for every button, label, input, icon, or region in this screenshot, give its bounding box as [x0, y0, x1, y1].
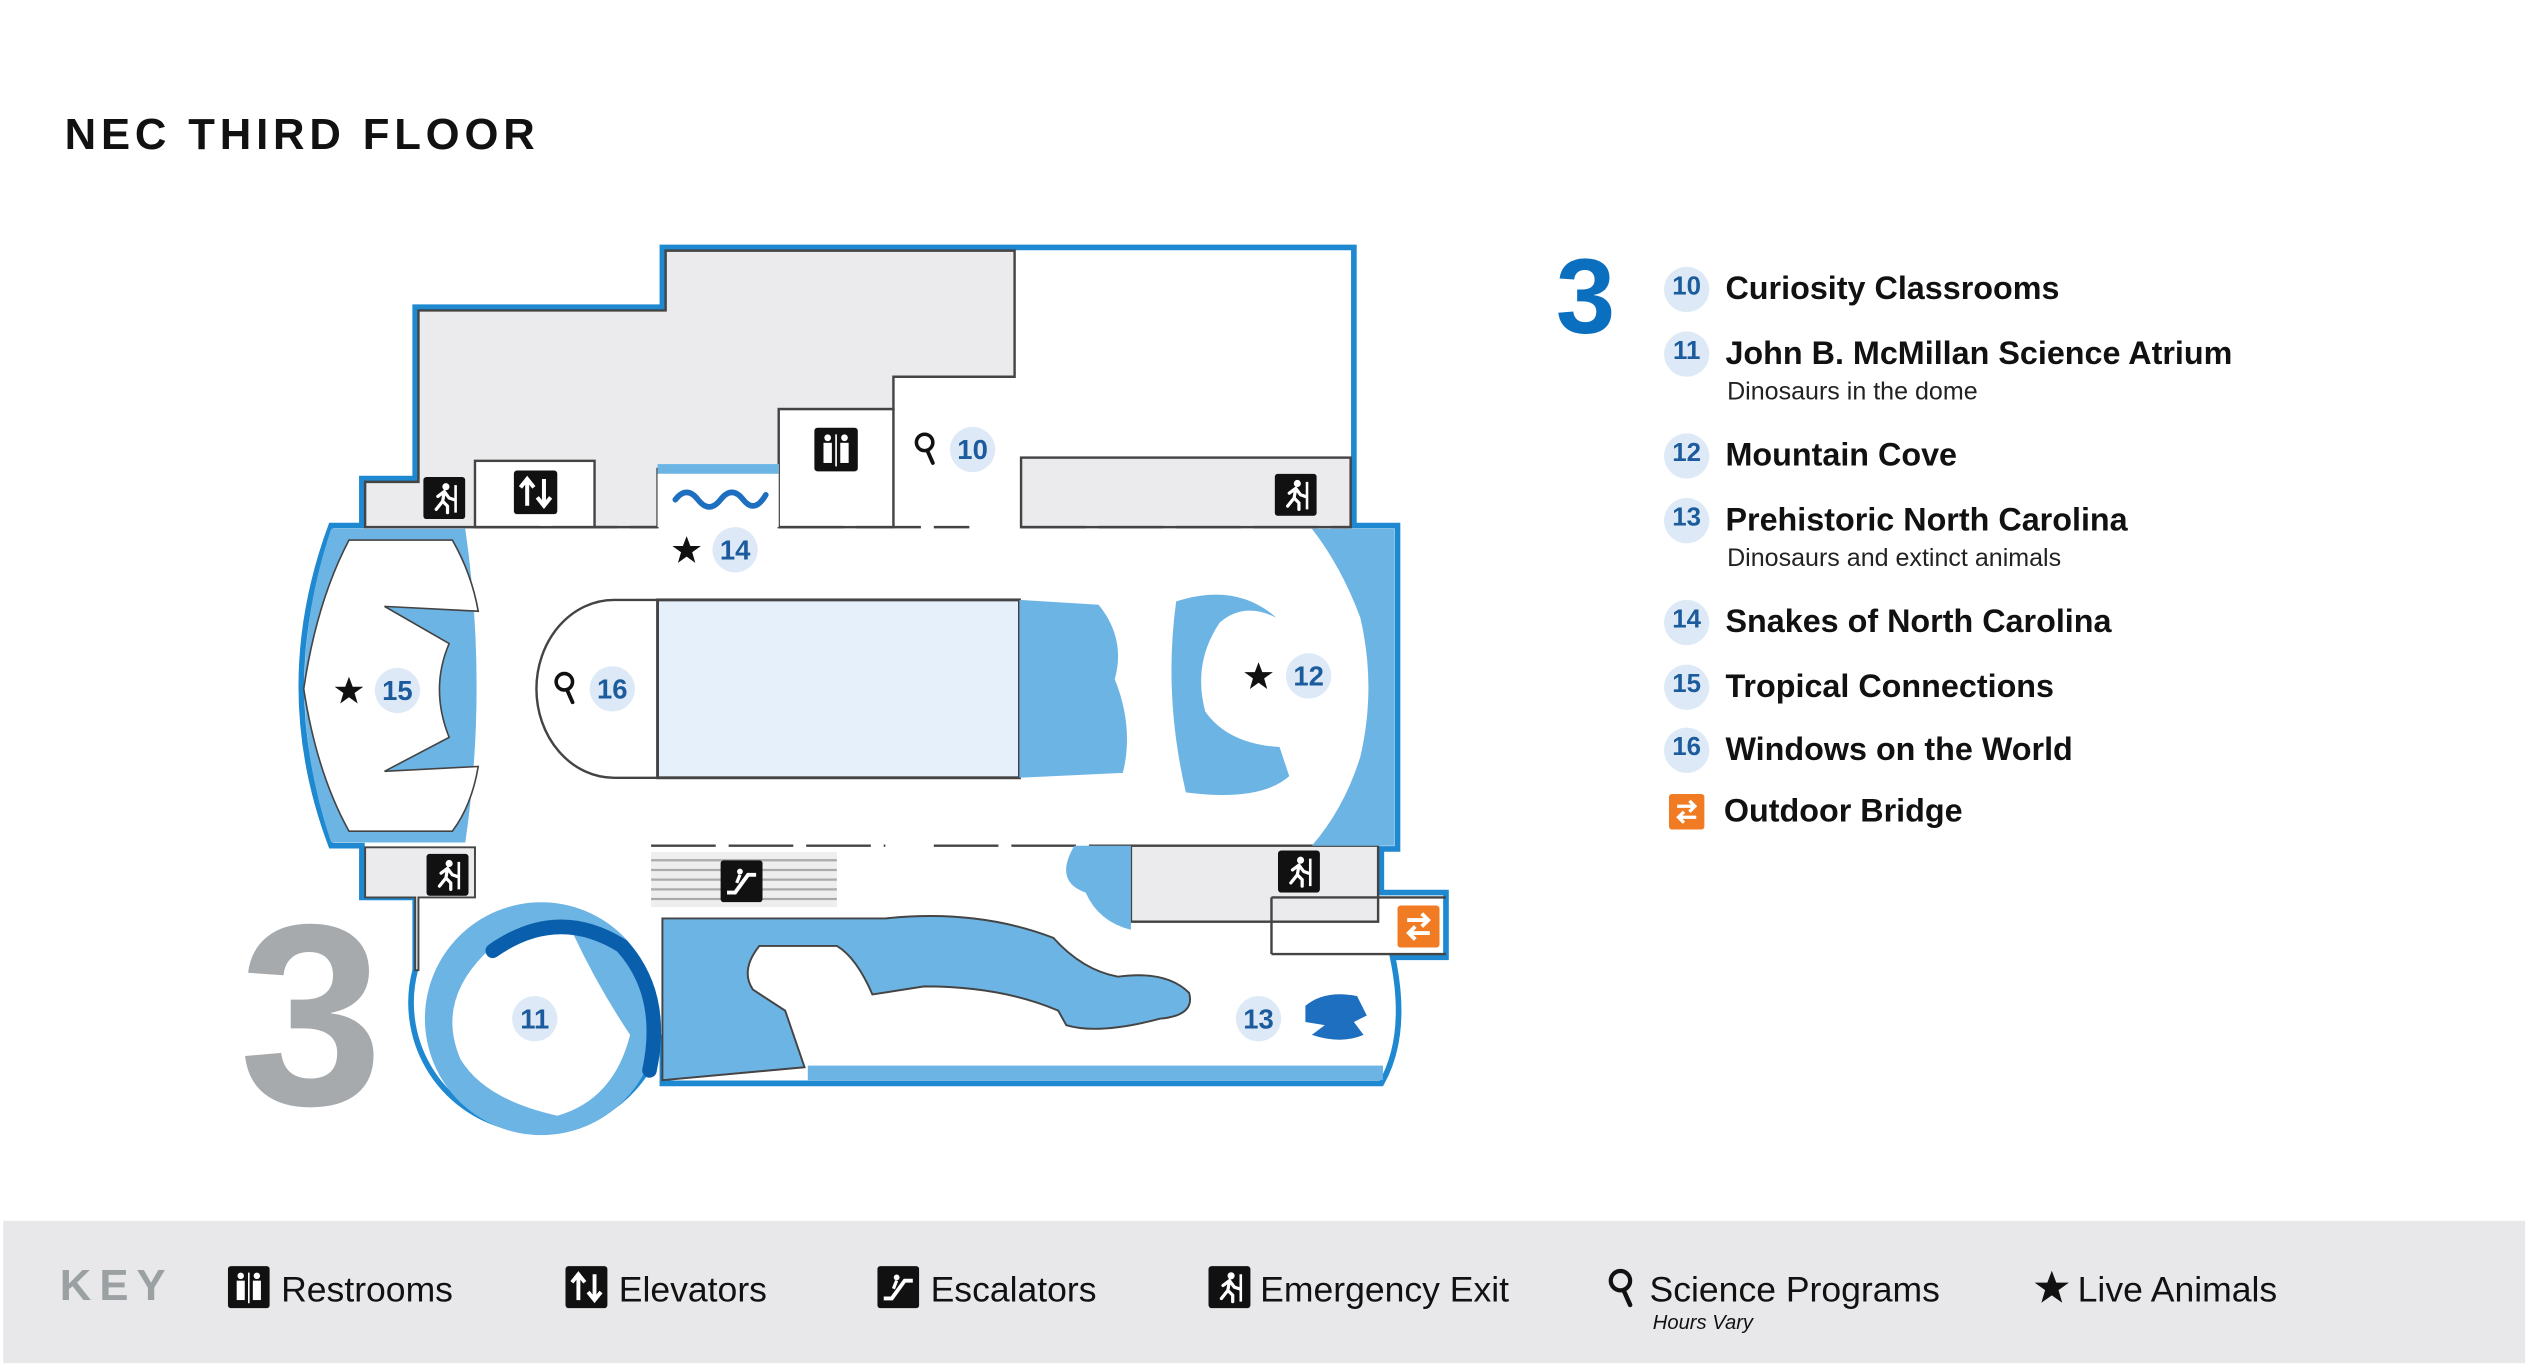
key-item-label: Escalators [930, 1269, 1097, 1310]
star-icon [2034, 1270, 2069, 1303]
escalator-icon [877, 1264, 919, 1309]
staff-area-east [1019, 456, 1352, 529]
page-title: NEC THIRD FLOOR [64, 109, 540, 159]
map-badge-11[interactable]: 11 [520, 1003, 549, 1034]
legend-name: Windows on the World [1725, 732, 2073, 769]
key-label: KEY [59, 1261, 174, 1310]
prehistoric-exhibit-water [1066, 845, 1131, 930]
map-key: KEY Restrooms Elevators Escalators Emerg… [3, 1220, 2526, 1364]
snake-exhibit-glass [657, 464, 779, 474]
central-atrium-void [656, 598, 1021, 780]
legend-name: Snakes of North Carolina [1725, 604, 2112, 641]
map-badge-15[interactable]: 15 [382, 675, 413, 706]
legend-subtitle: Dinosaurs in the dome [1727, 378, 1978, 406]
prehistoric-south-strip [807, 1065, 1383, 1081]
emergency-exit-icon [1277, 850, 1320, 893]
key-item-label: Live Animals [2077, 1269, 2278, 1310]
legend-badge: 10 [1664, 266, 1710, 313]
bridge-corridor [1270, 896, 1446, 956]
map-badge-16[interactable]: 16 [597, 674, 628, 705]
legend-badge: 13 [1664, 498, 1710, 544]
legend-name: Outdoor Bridge [1723, 793, 1963, 830]
snake-icon [672, 489, 769, 510]
key-item-label: Restrooms [281, 1269, 453, 1310]
elevator-icon [514, 471, 558, 515]
legend-name: Tropical Connections [1725, 669, 2055, 706]
elevator-icon [565, 1264, 607, 1309]
staff-area-southeast [1129, 844, 1380, 923]
emergency-exit-icon [1208, 1264, 1251, 1310]
corridor-walls [474, 525, 1351, 847]
dinosaur-skull-icon [1305, 994, 1367, 1040]
restroom-icon [227, 1265, 270, 1310]
escalator-icon [720, 860, 763, 903]
prehistoric-exhibit-floor [661, 915, 1192, 1082]
map-badge-10[interactable]: 10 [957, 434, 988, 465]
legend-badge: 14 [1664, 599, 1710, 646]
key-item-label: Elevators [618, 1269, 767, 1310]
outdoor-bridge-icon [1397, 905, 1440, 948]
legend-badge: 11 [1664, 331, 1710, 377]
legend-name: Curiosity Classrooms [1725, 271, 2060, 308]
restroom-icon [814, 426, 858, 473]
floor-number-large: 3 [239, 869, 383, 1160]
legend-name: John B. McMillan Science Atrium [1725, 336, 2233, 372]
magnifier-icon [1603, 1261, 1645, 1313]
emergency-exit-icon [423, 477, 466, 520]
map-badge-13[interactable]: 13 [1243, 1003, 1274, 1034]
dinosaur-skeleton-arc [485, 919, 662, 1078]
water-feature-center [1019, 599, 1128, 778]
outdoor-bridge-icon [1668, 793, 1705, 830]
legend-floor-number: 3 [1555, 236, 1616, 356]
map-badge-12[interactable]: 12 [1293, 661, 1324, 692]
legend-subtitle: Dinosaurs and extinct animals [1727, 544, 2062, 573]
emergency-exit-icon [1274, 473, 1317, 516]
legend-badge: 15 [1664, 664, 1710, 710]
key-item-note: Hours Vary [1652, 1311, 1754, 1335]
legend-badge: 12 [1664, 433, 1710, 479]
legend-name: Prehistoric North Carolina [1725, 502, 2128, 539]
legend-badge: 16 [1664, 727, 1710, 773]
mountain-cove-area [1171, 594, 1290, 795]
emergency-exit-icon [426, 853, 469, 896]
map-badge-14[interactable]: 14 [720, 534, 751, 565]
legend-name: Mountain Cove [1725, 438, 1958, 474]
mountain-cove-east [1311, 528, 1395, 846]
key-item-label: Emergency Exit [1260, 1269, 1510, 1310]
key-item-label: Science Programs [1649, 1269, 1940, 1310]
